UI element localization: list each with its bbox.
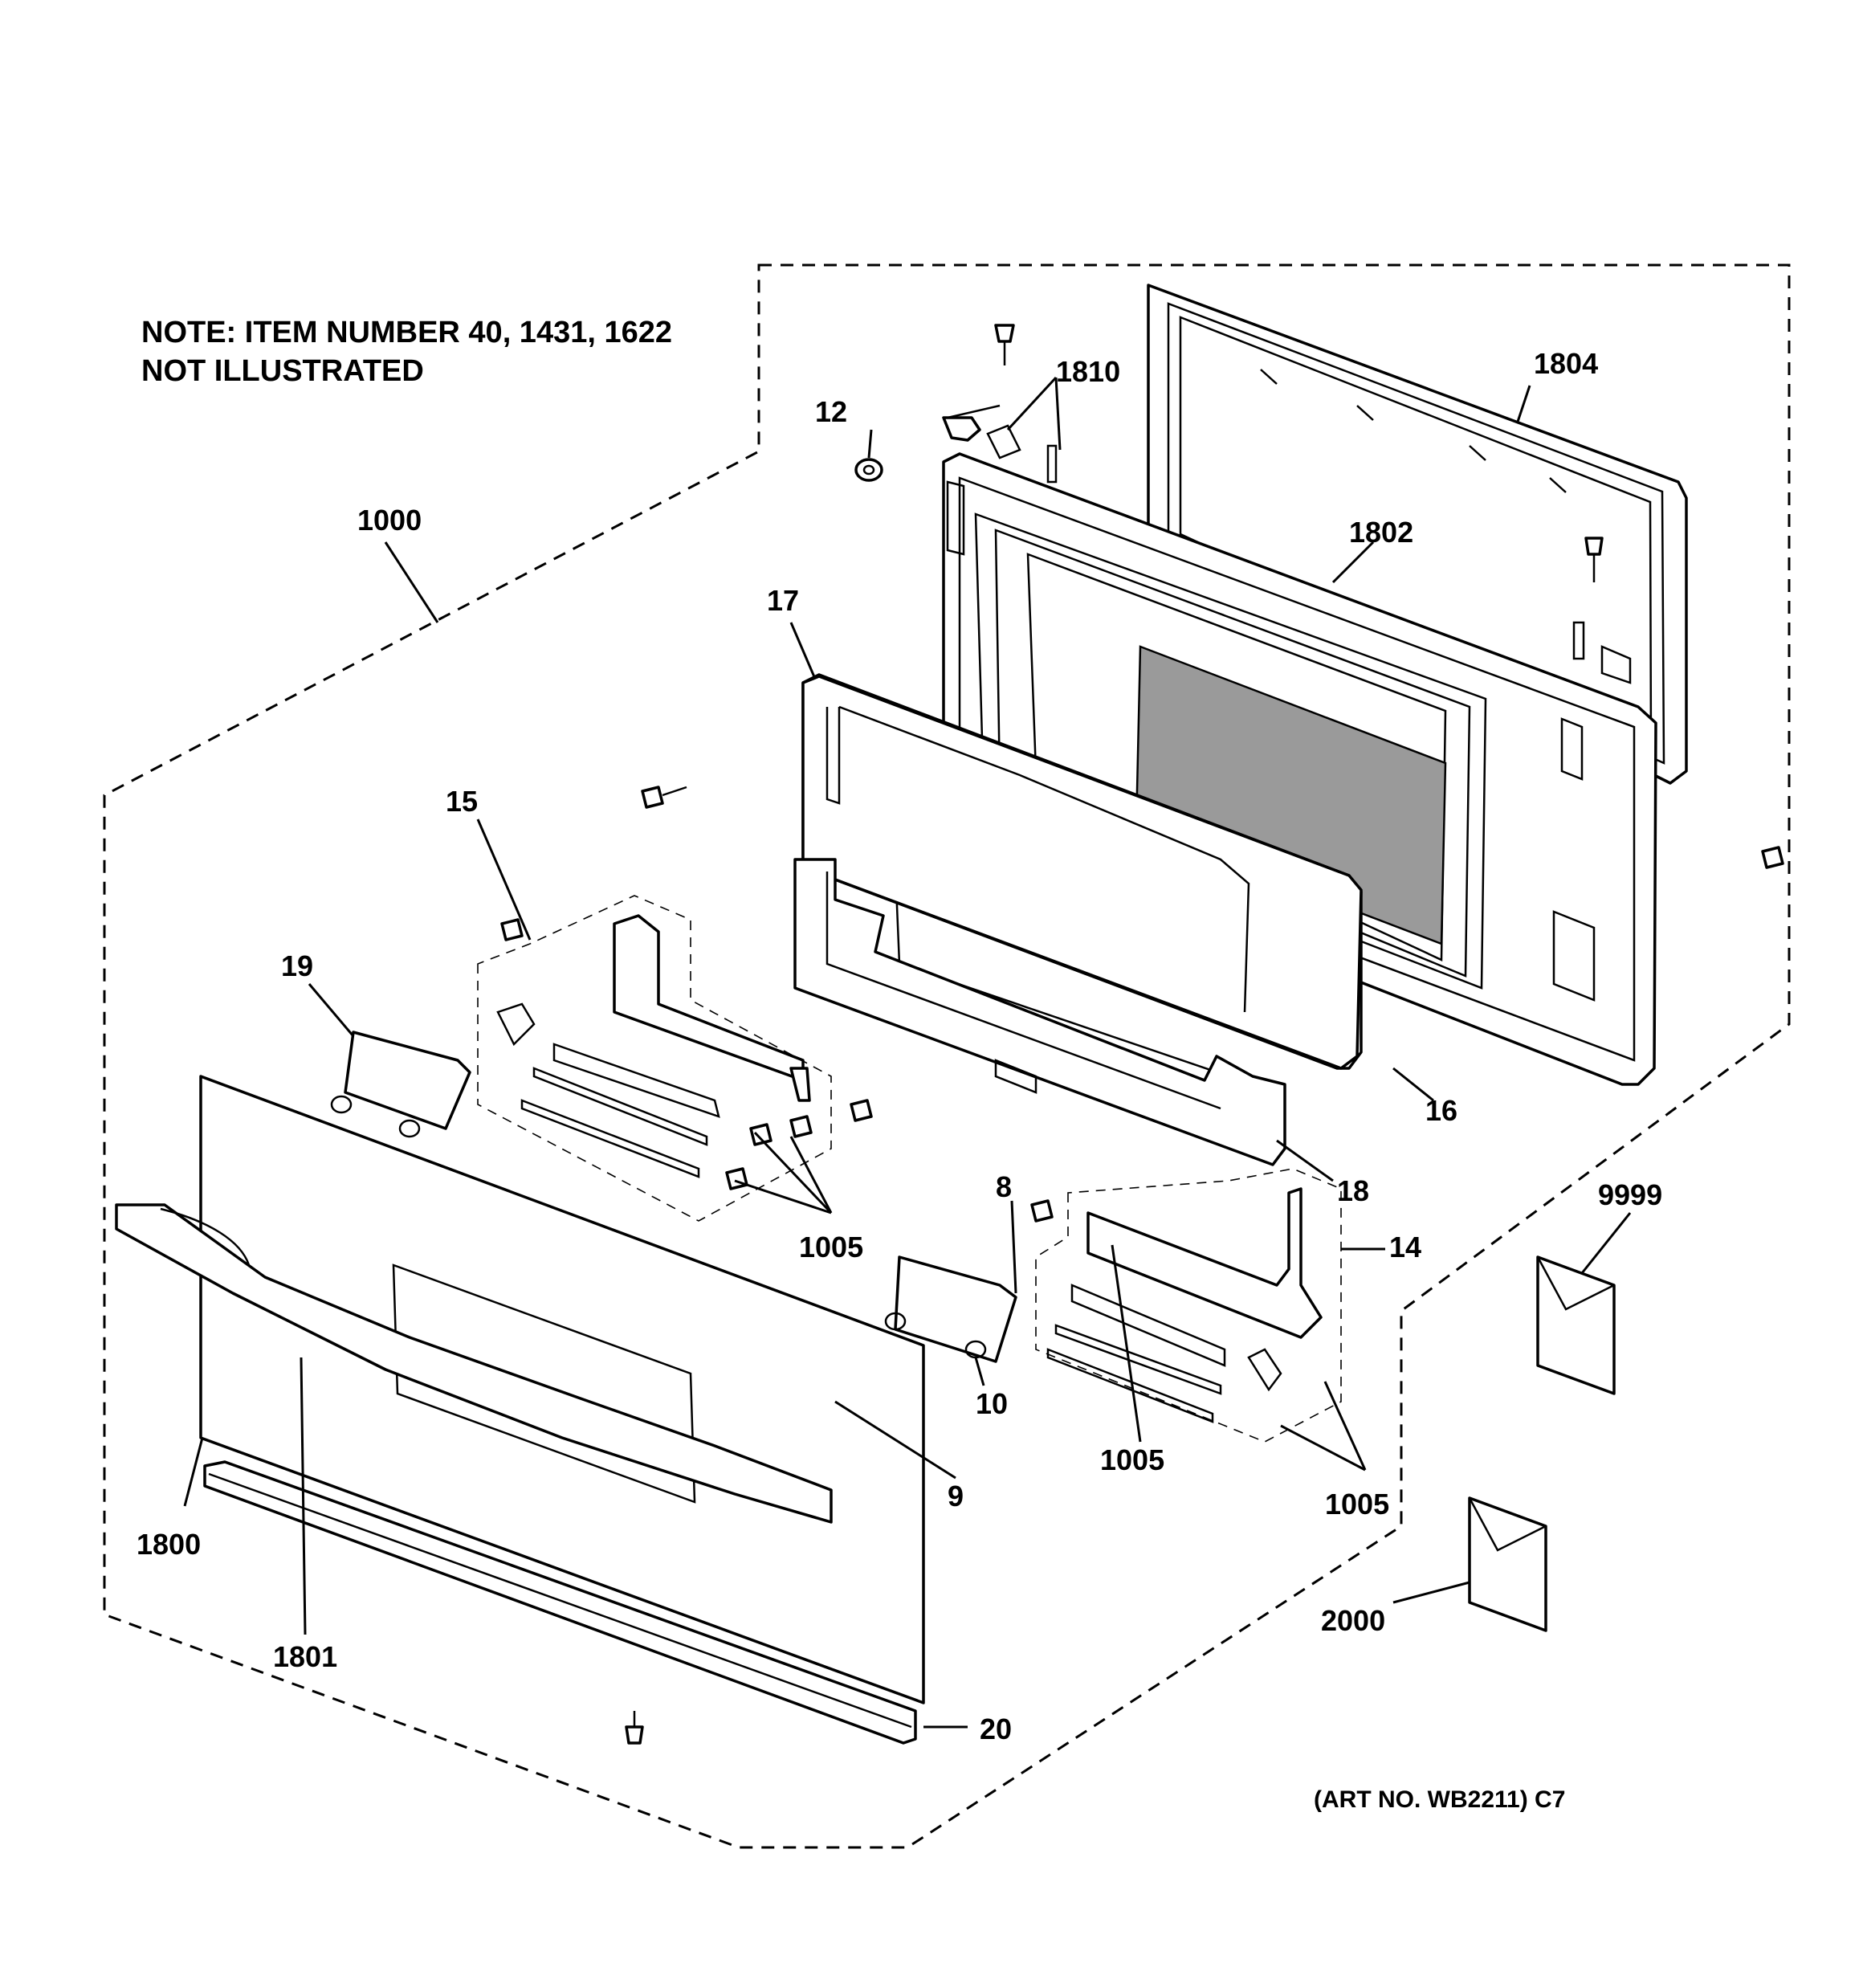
bottom-trim-20 [203,1460,917,1745]
label-9999: 9999 [1598,1178,1662,1211]
door-bracket-18 [793,858,1286,1166]
hinge-bracket-19 [330,1031,471,1138]
label-15: 15 [446,785,478,818]
door-window-mesh [1135,645,1447,945]
label-1801: 1801 [273,1640,337,1673]
label-16: 16 [1425,1094,1457,1127]
label-1804: 1804 [1534,347,1598,380]
label-2000: 2000 [1321,1604,1385,1637]
label-18: 18 [1337,1174,1369,1207]
note-line-1: NOTE: ITEM NUMBER 40, 1431, 1622 [141,316,672,349]
washer-12 [854,458,883,482]
note-line-2: NOT ILLUSTRATED [141,354,424,388]
label-1810: 1810 [1056,355,1120,388]
label-1802: 1802 [1349,516,1413,549]
label-1005-middle: 1005 [1100,1443,1164,1476]
label-20: 20 [980,1712,1012,1745]
label-1005-right: 1005 [1325,1488,1389,1521]
label-1000: 1000 [357,504,422,537]
label-19: 19 [281,949,313,982]
note-text: NOTE: ITEM NUMBER 40, 1431, 1622 NOT ILL… [141,313,672,390]
door-liner-1802 [942,452,1657,1086]
hinge-bracket-8 [884,1255,1017,1363]
label-8: 8 [996,1170,1012,1203]
door-panel-17 [801,675,1363,1070]
hinge-assembly-14 [1035,1168,1342,1443]
label-9: 9 [948,1480,964,1512]
label-1800: 1800 [137,1528,201,1561]
art-number: (ART NO. WB2211) C7 [1314,1786,1566,1813]
hinge-assembly-15 [477,895,832,1222]
envelope-9999 [1536,1255,1616,1395]
envelope-2000 [1468,1496,1547,1632]
label-12: 12 [815,395,847,428]
label-10: 10 [976,1387,1008,1420]
label-17: 17 [767,584,799,617]
label-1005-left: 1005 [799,1231,863,1263]
top-hinge-hardware-1810 [942,324,1632,684]
leader-lines [183,376,1632,1729]
label-14: 14 [1389,1231,1421,1263]
door-handle-1801 [115,1203,833,1524]
